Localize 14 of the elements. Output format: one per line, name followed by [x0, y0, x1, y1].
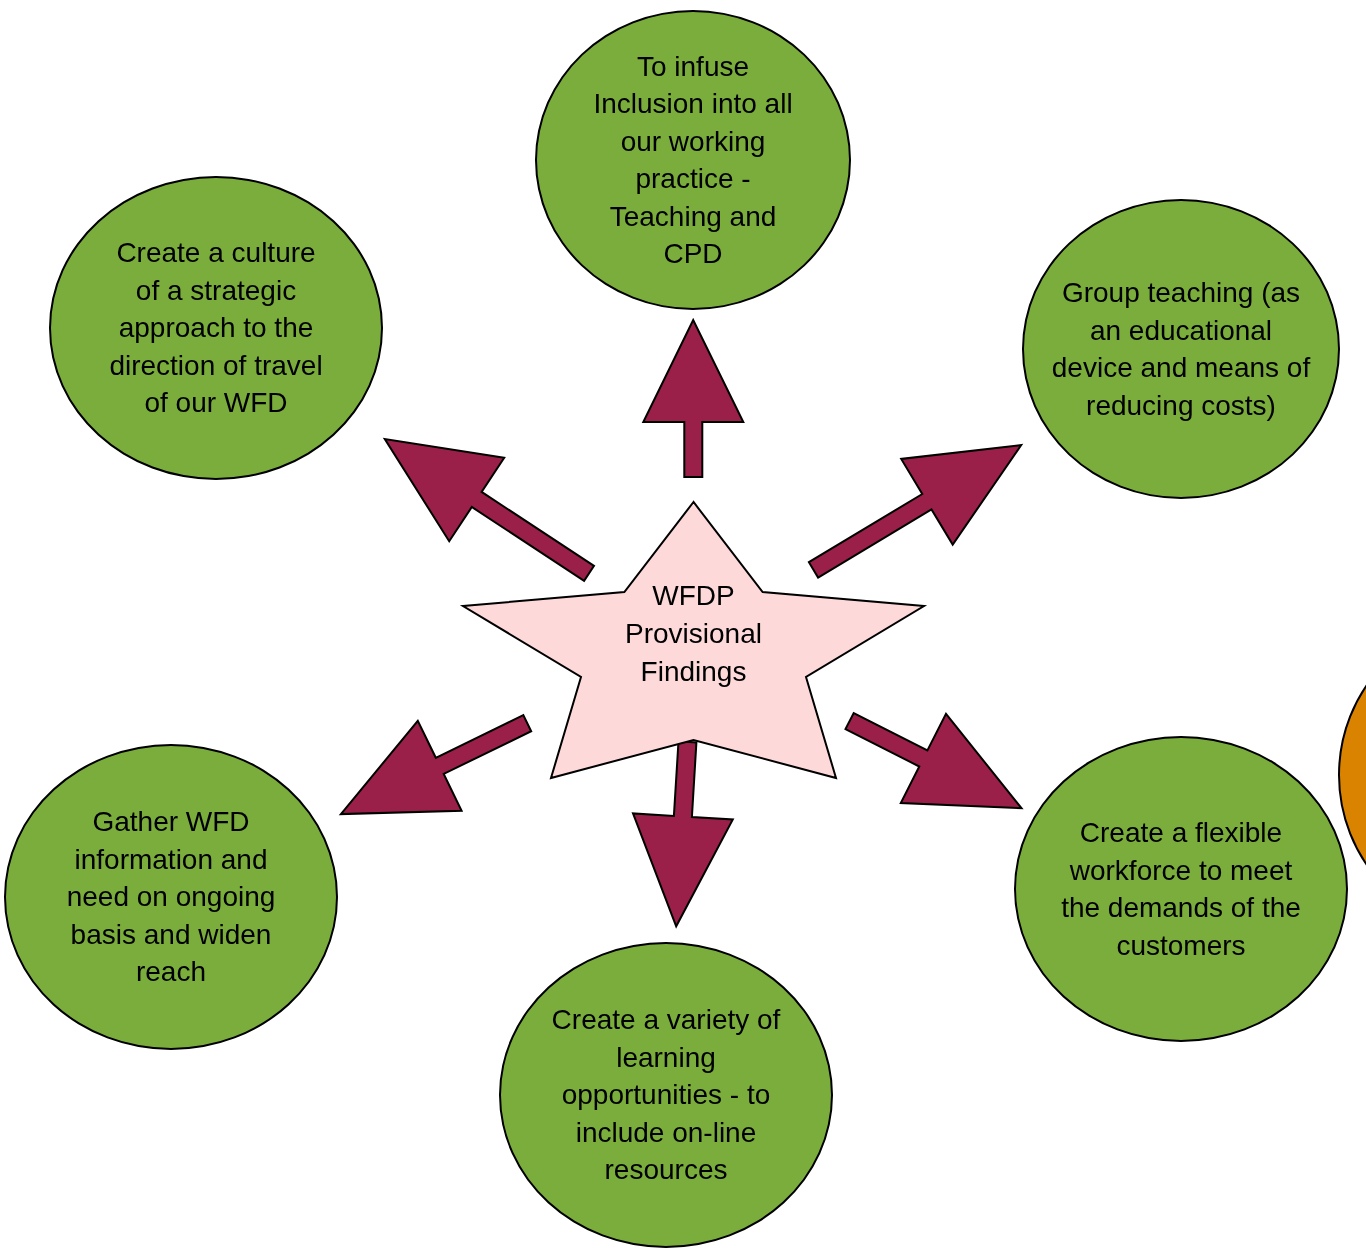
star-shape: [459, 500, 928, 780]
block-arrow: [844, 711, 1024, 810]
block-arrow: [631, 740, 735, 929]
star-label: WFDP Provisional Findings: [624, 579, 763, 689]
circle-label: To infuse Inclusion into all our working practice - Teaching and CPD: [592, 49, 794, 271]
circle-label: Create a culture of a strategic approach to the direction of travel of our WFD: [109, 236, 323, 421]
circle-label: Group teaching (as an educational device and means of reducing costs): [1050, 276, 1312, 423]
circle-label: Create a flexible workforce to meet the demands of the customers: [1060, 816, 1302, 963]
circle-label: Create a variety of learning opportunities - to include on-line resources: [550, 1003, 782, 1188]
circle-label: Gather WFD information and need on ongoing basis and widen reach: [65, 805, 277, 990]
block-arrow: [338, 713, 533, 816]
block-arrow: [641, 317, 745, 478]
block-arrow: [382, 437, 596, 583]
block-arrow: [807, 443, 1024, 579]
